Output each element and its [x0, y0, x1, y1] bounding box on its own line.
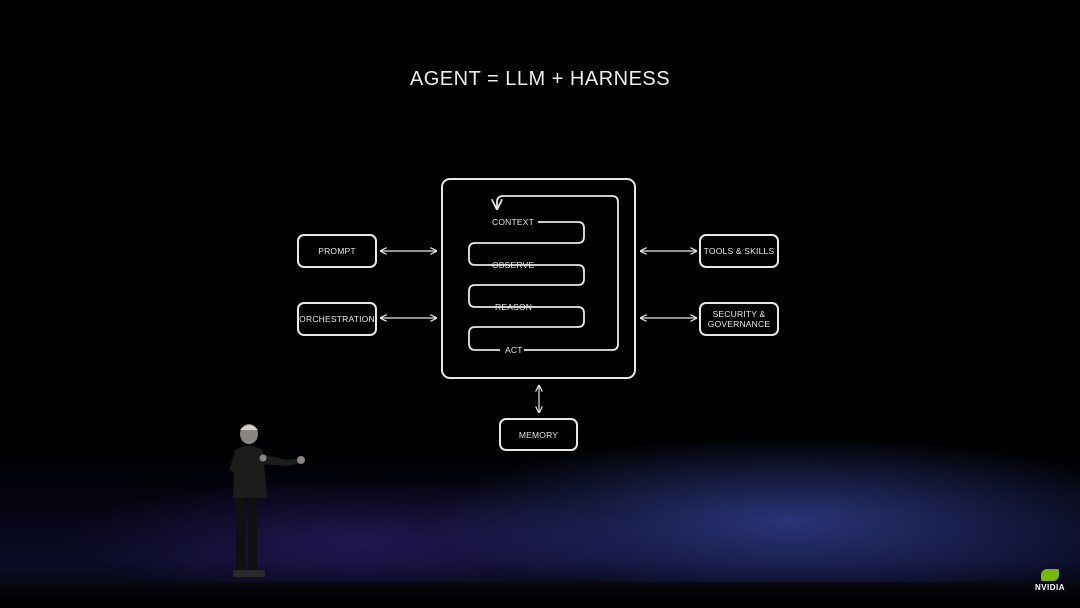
prompt-node: PROMPT: [297, 234, 377, 268]
loop-step-reason: REASON: [495, 302, 533, 312]
stage-floor: [0, 582, 1080, 608]
orchestration-node: ORCHESTRATION: [297, 302, 377, 336]
security-label-line2: GOVERNANCE: [707, 319, 771, 329]
security-label-line1: SECURITY &: [712, 309, 766, 319]
tools-skills-node: TOOLS & SKILLS: [699, 234, 779, 268]
slide-title: AGENT = LLM + HARNESS: [409, 68, 671, 90]
loop-step-context: CONTEXT: [492, 217, 535, 227]
tools-skills-label: TOOLS & SKILLS: [703, 246, 775, 256]
security-governance-node: SECURITY & GOVERNANCE: [699, 302, 779, 336]
nvidia-eye-icon: [1041, 569, 1059, 581]
loop-return-path: [497, 195, 619, 351]
memory-node: MEMORY: [499, 418, 578, 451]
loop-step-act: ACT: [505, 345, 523, 355]
agent-loop-path: [468, 221, 585, 351]
loop-step-observe: OBSERVE: [492, 260, 535, 270]
presenter-figure: [229, 424, 305, 577]
nvidia-wordmark: NVIDIA: [1034, 583, 1066, 592]
orchestration-label: ORCHESTRATION: [299, 314, 375, 324]
harness-box: [441, 178, 636, 379]
memory-label: MEMORY: [518, 429, 559, 440]
nvidia-logo: NVIDIA: [1030, 569, 1070, 592]
prompt-label: PROMPT: [318, 246, 356, 256]
